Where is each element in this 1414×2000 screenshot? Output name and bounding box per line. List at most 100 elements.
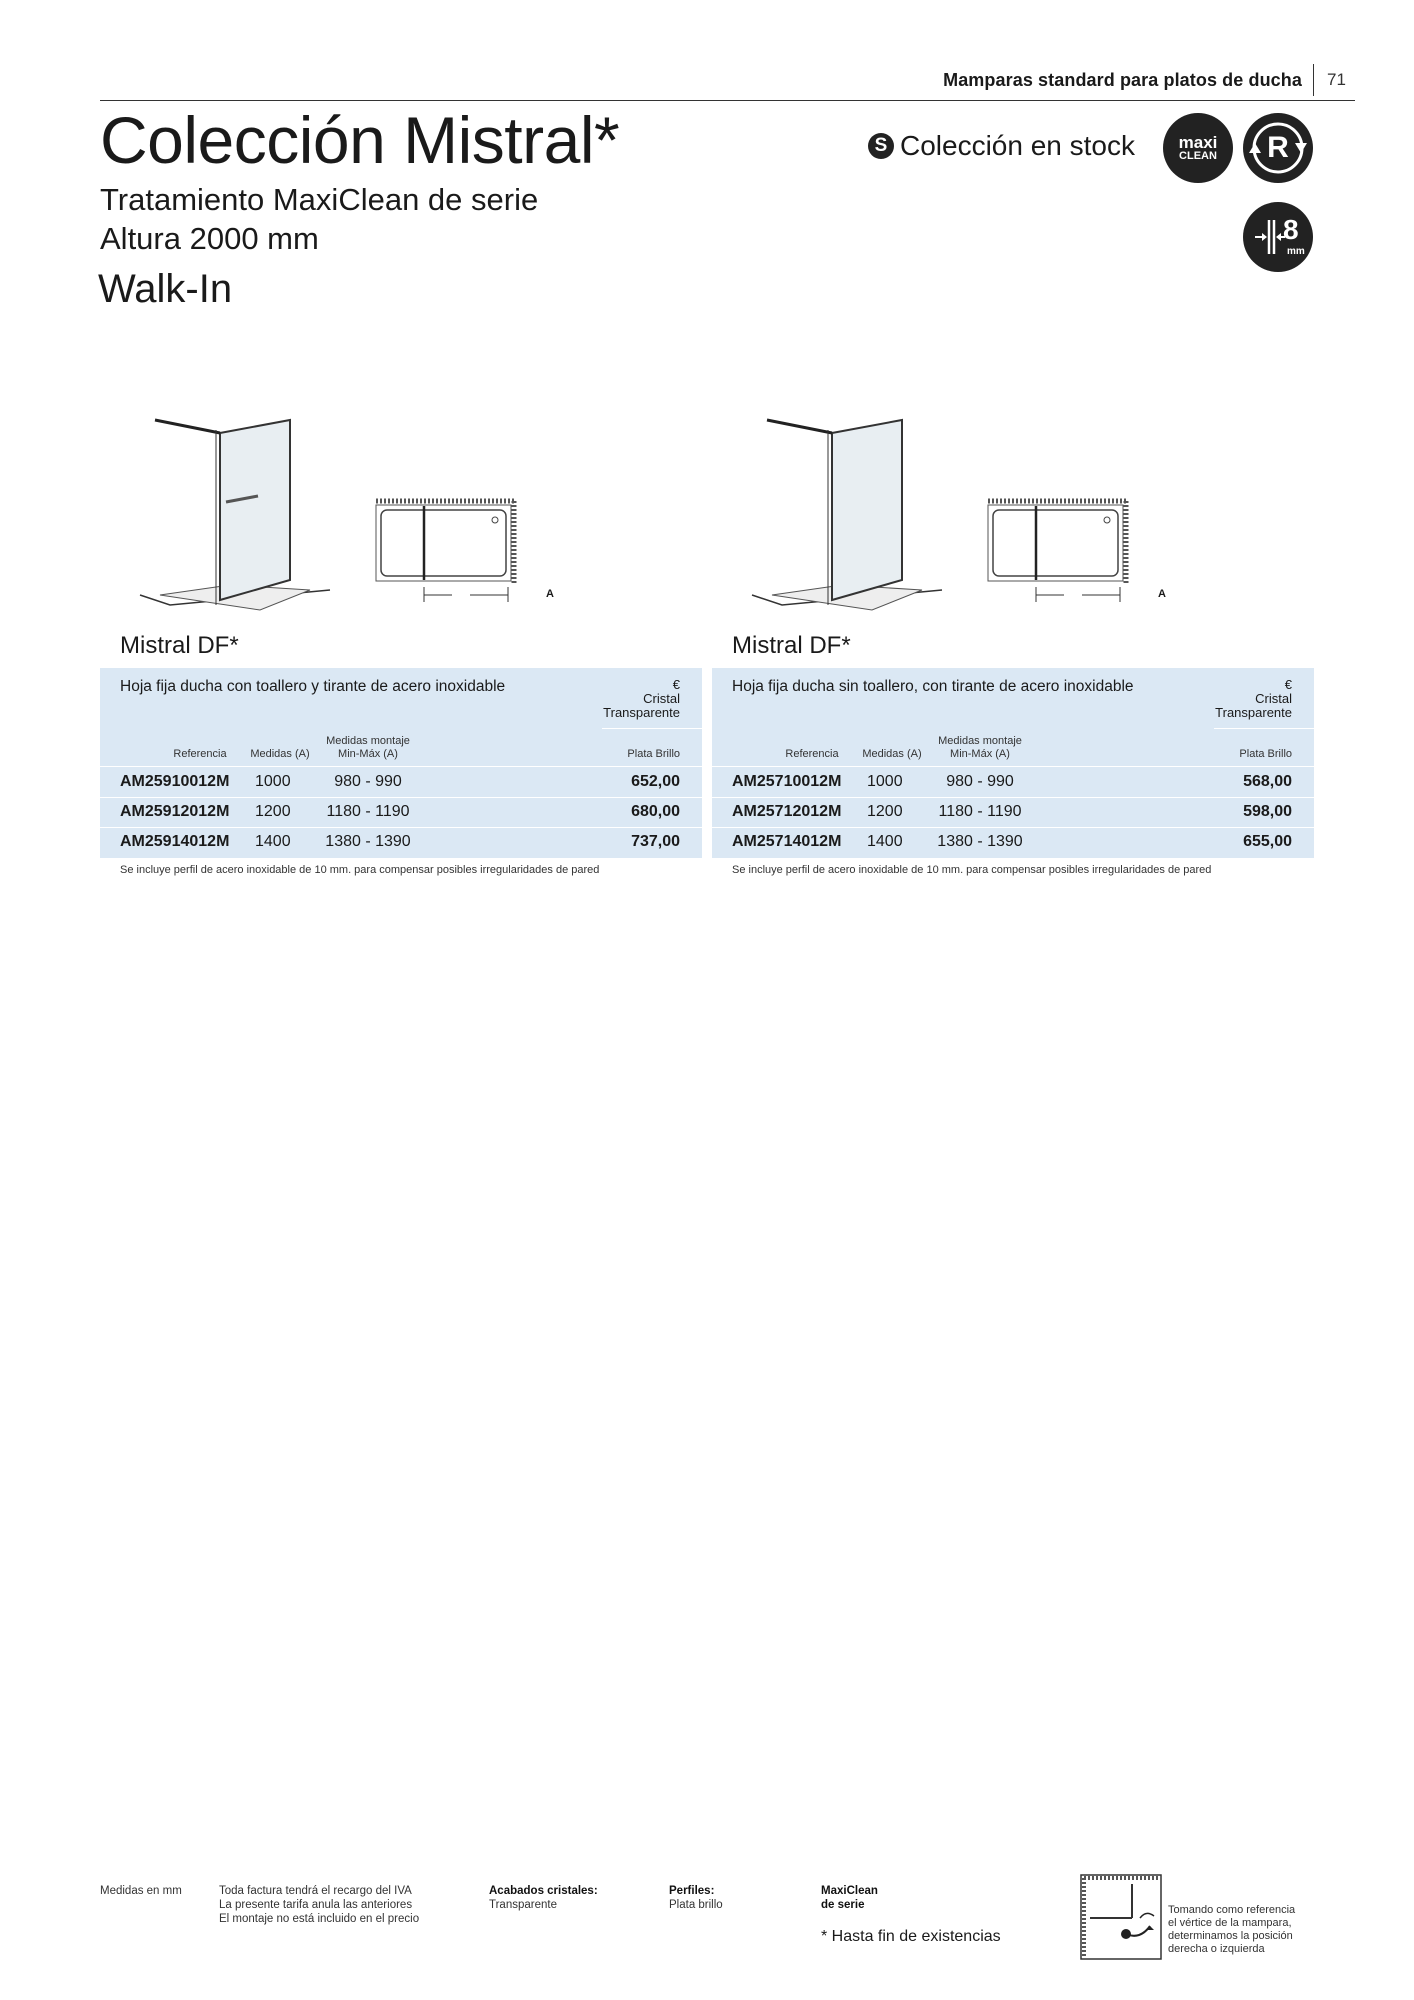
cell-price: 652,00 <box>631 773 680 790</box>
footer-invoice-line-3: El montaje no está incluido en el precio <box>219 1913 420 1925</box>
header-divider <box>1313 64 1314 96</box>
table-row: AM25712012M 1200 1180 - 1190 598,00 <box>712 798 1314 828</box>
product-description: Hoja fija ducha con toallero y tirante d… <box>120 678 506 695</box>
product-description: Hoja fija ducha sin toallero, con tirant… <box>732 678 1134 695</box>
category-heading: Walk-In <box>98 267 233 311</box>
footer-invoice-line-2: La presente tarifa anula las anteriores <box>219 1899 413 1911</box>
reversible-arrows-icon <box>1249 122 1307 174</box>
reversible-icon: R <box>1243 113 1313 183</box>
section-title: Mamparas standard para platos de ducha <box>943 70 1302 90</box>
currency-header: € Cristal Transparente <box>1215 678 1292 720</box>
cell-medidas: 1200 <box>255 803 291 820</box>
cell-price: 737,00 <box>631 833 680 850</box>
col-medidas: Medidas (A) <box>250 748 310 760</box>
cell-price: 680,00 <box>631 803 680 820</box>
cell-montaje: 1180 - 1190 <box>938 803 1022 820</box>
glass-thickness-icon: 8 mm <box>1243 202 1313 272</box>
header-divider <box>602 728 702 729</box>
footer-orientation-line-4: derecha o izquierda <box>1168 1943 1265 1955</box>
cell-montaje: 980 - 990 <box>946 773 1014 790</box>
cell-medidas: 1000 <box>255 773 291 790</box>
row-divider <box>712 827 1314 828</box>
cell-ref: AM25712012M <box>732 803 842 820</box>
col-plata-brillo: Plata Brillo <box>627 748 680 760</box>
footer-stock-note: * Hasta fin de existencias <box>821 1928 1001 1945</box>
cell-medidas: 1400 <box>255 833 291 850</box>
col-montaje: Medidas montaje Min-Máx (A) <box>920 735 1040 761</box>
footer-profiles-label: Perfiles <box>669 1885 711 1897</box>
cell-ref: AM25912012M <box>120 803 230 820</box>
header-divider <box>1214 728 1314 729</box>
col-referencia: Referencia <box>785 748 839 760</box>
header-rule <box>100 100 1355 101</box>
subtitle-treatment: Tratamiento MaxiClean de serie <box>100 182 539 217</box>
thickness-arrows-icon <box>1255 220 1285 254</box>
currency-symbol: € <box>1284 677 1292 692</box>
footer-orientation-note: Tomando como referencia el vértice de la… <box>1168 1904 1295 1956</box>
page-title: Colección Mistral* <box>100 103 620 177</box>
thickness-unit: mm <box>1287 246 1305 257</box>
footer-invoice-line-1: Toda factura tendrá el recargo del IVA <box>219 1885 412 1897</box>
footer-glass-finish: Acabados cristales: Transparente <box>489 1885 598 1911</box>
cell-ref: AM25710012M <box>732 773 842 790</box>
product-note: Se incluye perfil de acero inoxidable de… <box>732 864 1212 876</box>
footer-glass-finish-label: Acabados cristales <box>489 1885 594 1897</box>
dimension-label-a: A <box>546 588 554 600</box>
table-row: AM25910012M 1000 980 - 990 652,00 <box>100 768 702 798</box>
col-plata-brillo: Plata Brillo <box>1239 748 1292 760</box>
footer-glass-finish-value: Transparente <box>489 1899 557 1911</box>
cell-ref: AM25714012M <box>732 833 842 850</box>
col-referencia: Referencia <box>173 748 227 760</box>
footer-profiles-value: Plata brillo <box>669 1899 723 1911</box>
row-divider <box>100 797 702 798</box>
shower-screen-illustration <box>751 418 1129 611</box>
page-number: 71 <box>1327 70 1346 89</box>
stock-collection-label: S Colección en stock <box>868 130 1135 162</box>
subtitle-height: Altura 2000 mm <box>100 221 319 256</box>
cell-price: 568,00 <box>1243 773 1292 790</box>
glass-type-line-2: Transparente <box>1215 705 1292 720</box>
table-row: AM25912012M 1200 1180 - 1190 680,00 <box>100 798 702 828</box>
glass-type-line-1: Cristal <box>643 691 680 706</box>
price-table: Hoja fija ducha con toallero y tirante d… <box>100 668 702 858</box>
maxiclean-icon: maxi CLEAN <box>1163 113 1233 183</box>
maxiclean-icon-bottom: CLEAN <box>1179 150 1217 162</box>
footer-invoice-notes: Toda factura tendrá el recargo del IVA L… <box>219 1884 419 1926</box>
row-divider <box>712 766 1314 767</box>
currency-symbol: € <box>672 677 680 692</box>
stock-label-text: Colección en stock <box>900 130 1136 161</box>
footer-units: Medidas en mm <box>100 1885 182 1897</box>
cell-medidas: 1200 <box>867 803 903 820</box>
footer-orientation-line-2: el vértice de la mampara, <box>1168 1917 1292 1929</box>
price-table: Hoja fija ducha sin toallero, con tirant… <box>712 668 1314 858</box>
stock-s-icon: S <box>868 133 894 159</box>
col-montaje-line-2: Min-Máx (A) <box>338 748 398 760</box>
cell-price: 598,00 <box>1243 803 1292 820</box>
shower-screen-illustration <box>139 418 517 611</box>
dimension-label-a: A <box>1158 588 1166 600</box>
footer-maxiclean: MaxiClean de serie <box>821 1884 878 1912</box>
row-divider <box>712 797 1314 798</box>
row-divider <box>100 766 702 767</box>
product-name: Mistral DF* <box>732 632 851 659</box>
reversible-icon-letter: R <box>1267 131 1289 164</box>
thickness-value: 8 <box>1283 214 1299 245</box>
col-montaje-line-1: Medidas montaje <box>938 735 1022 747</box>
table-row: AM25714012M 1400 1380 - 1390 655,00 <box>712 828 1314 858</box>
currency-header: € Cristal Transparente <box>603 678 680 720</box>
cell-montaje: 1180 - 1190 <box>326 803 410 820</box>
footer-profiles: Perfiles: Plata brillo <box>669 1885 723 1911</box>
footer-orientation-line-1: Tomando como referencia <box>1168 1904 1296 1916</box>
glass-type-line-1: Cristal <box>1255 691 1292 706</box>
col-montaje-line-2: Min-Máx (A) <box>950 748 1010 760</box>
product-note: Se incluye perfil de acero inoxidable de… <box>120 864 600 876</box>
cell-medidas: 1000 <box>867 773 903 790</box>
maxiclean-icon-top: maxi <box>1178 133 1218 152</box>
row-divider <box>100 827 702 828</box>
footer-maxiclean-line-2: de serie <box>821 1899 865 1911</box>
orientation-diagram-icon <box>1080 1874 1162 1960</box>
footer-maxiclean-line-1: MaxiClean <box>821 1885 878 1897</box>
cell-montaje: 1380 - 1390 <box>325 833 411 850</box>
glass-type-line-2: Transparente <box>603 705 680 720</box>
cell-medidas: 1400 <box>867 833 903 850</box>
